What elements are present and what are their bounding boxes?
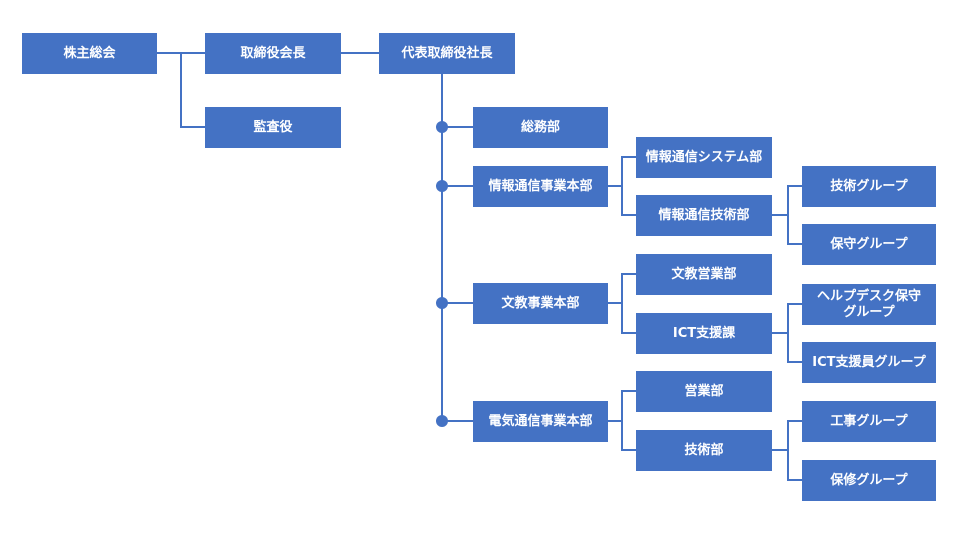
node-ict-tech-dept: 情報通信技術部: [636, 195, 772, 236]
node-sales-dept: 営業部: [636, 371, 772, 412]
node-telecom-hq: 電気通信事業本部: [473, 401, 608, 442]
node-president: 代表取締役社長: [379, 33, 515, 74]
node-helpdesk-group: ヘルプデスク保守 グループ: [802, 284, 936, 325]
node-ict-system-dept: 情報通信システム部: [636, 137, 772, 178]
node-maintenance-group: 保守グループ: [802, 224, 936, 265]
connector-auditor: [180, 53, 205, 128]
junction-dot: [436, 180, 448, 192]
node-shareholders-meeting: 株主総会: [22, 33, 157, 74]
node-ict-support-section: ICT支援課: [636, 313, 772, 354]
junction-dot: [436, 415, 448, 427]
node-education-hq: 文教事業本部: [473, 283, 608, 324]
node-general-affairs: 総務部: [473, 107, 608, 148]
junction-dot: [436, 297, 448, 309]
node-education-sales-dept: 文教営業部: [636, 254, 772, 295]
node-tech-group: 技術グループ: [802, 166, 936, 207]
node-construction-group: 工事グループ: [802, 401, 936, 442]
node-ict-support-staff-group: ICT支援員グループ: [802, 342, 936, 383]
junction-dot: [436, 121, 448, 133]
node-chairman: 取締役会長: [205, 33, 341, 74]
node-technical-dept: 技術部: [636, 430, 772, 471]
node-maintenance-repair-group: 保修グループ: [802, 460, 936, 501]
node-ict-business-hq: 情報通信事業本部: [473, 166, 608, 207]
node-auditor: 監査役: [205, 107, 341, 148]
